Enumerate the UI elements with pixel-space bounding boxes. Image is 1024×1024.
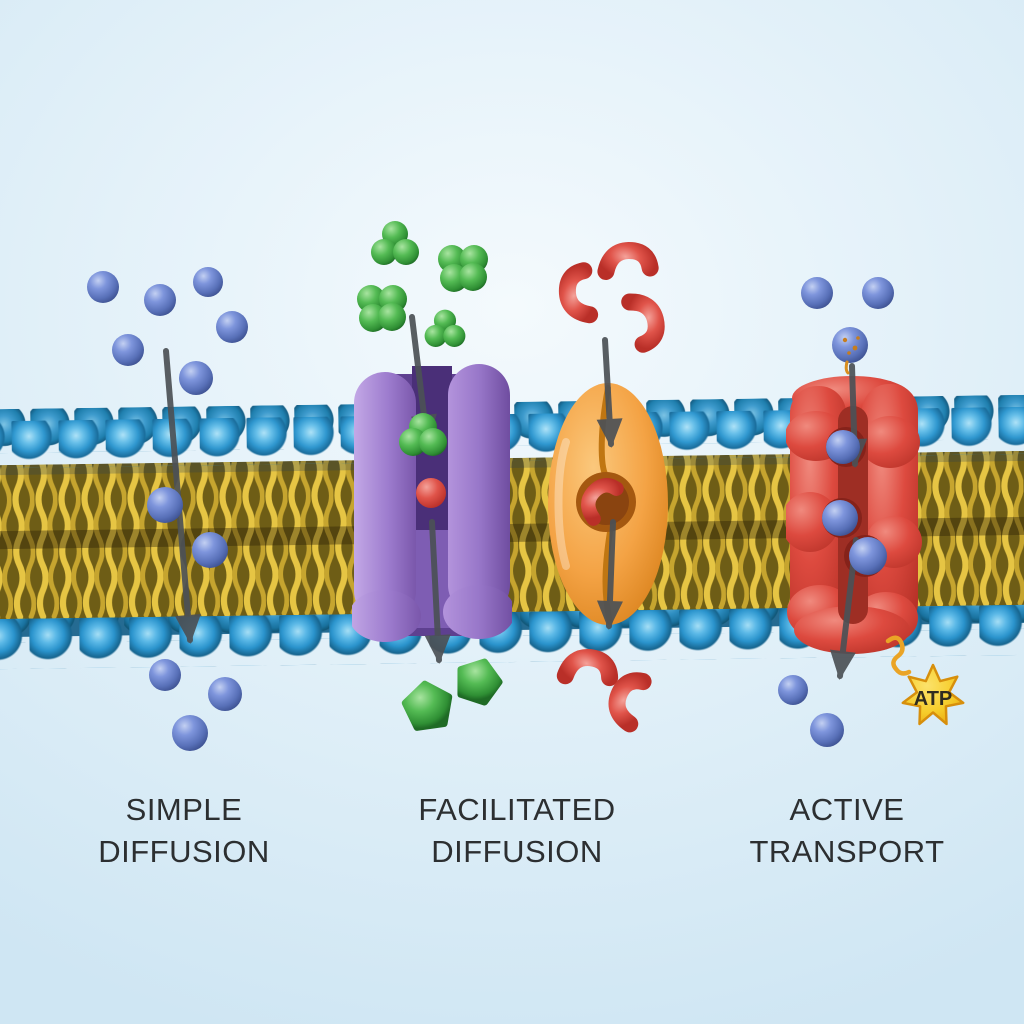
carrier-pocket-inner	[583, 479, 629, 525]
pump-protein-red	[786, 376, 922, 654]
carrier-highlight	[554, 438, 570, 570]
green-cluster	[357, 285, 407, 332]
carrier-protein-orange	[548, 383, 668, 625]
label-simple-diffusion: SIMPLE DIFFUSION	[19, 789, 349, 873]
channel-right-foot	[443, 585, 512, 639]
blue-molecule	[810, 713, 844, 747]
blue-molecule	[801, 277, 833, 309]
blue-molecule	[144, 284, 176, 316]
atp-label: ATP	[914, 688, 953, 710]
label-line: DIFFUSION	[431, 834, 603, 869]
channel-right-lobe	[448, 364, 510, 616]
pump-notch	[822, 498, 862, 538]
blue-molecule	[216, 311, 248, 343]
channel-left-lobe	[354, 372, 416, 622]
blue-molecule	[208, 677, 242, 711]
red-bent-molecule	[558, 262, 599, 324]
label-facilitated-diffusion: FACILITATED DIFFUSION	[352, 789, 682, 873]
red-bent-molecule	[608, 672, 652, 733]
pump-notch	[844, 535, 886, 577]
blue-molecule	[778, 675, 808, 705]
atp-star: ATP	[901, 663, 965, 726]
channel-left-foot	[352, 590, 421, 642]
label-line: ACTIVE	[789, 792, 905, 827]
green-cluster	[438, 245, 488, 292]
label-line: FACILITATED	[418, 792, 616, 827]
blue-molecule	[193, 267, 223, 297]
star-shape	[901, 663, 965, 726]
blue-molecule	[179, 361, 213, 395]
red-bent-molecule	[621, 293, 665, 353]
label-line: TRANSPORT	[749, 834, 945, 869]
label-active-transport: ACTIVE TRANSPORT	[682, 789, 1012, 873]
pump-bump	[860, 416, 920, 468]
phosphate-speckles	[842, 336, 860, 375]
channel-protein-purple	[352, 364, 512, 642]
blue-molecule-phosphorylated	[832, 327, 868, 363]
label-line: SIMPLE	[125, 792, 243, 827]
blue-molecule	[112, 334, 144, 366]
blue-molecule	[172, 715, 208, 751]
green-pentagon	[401, 680, 453, 731]
label-line: DIFFUSION	[98, 834, 270, 869]
green-cluster	[371, 221, 419, 265]
red-bent-molecule	[597, 241, 659, 280]
blue-molecule	[87, 271, 119, 303]
blue-molecule	[862, 277, 894, 309]
green-cluster	[424, 309, 466, 347]
pump-notch	[826, 427, 866, 467]
